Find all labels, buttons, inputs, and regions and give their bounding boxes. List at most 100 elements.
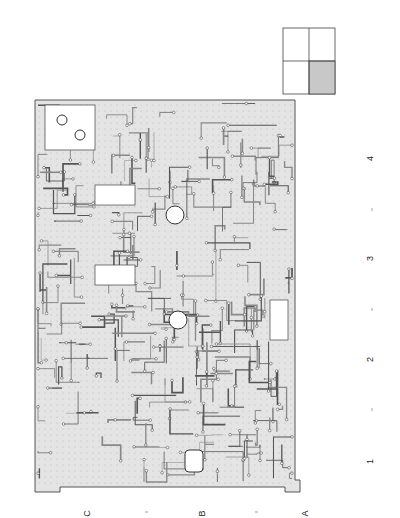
copper-trace <box>270 158 274 177</box>
copper-trace <box>253 421 277 432</box>
via-pad <box>139 397 142 400</box>
via-pad <box>165 337 168 340</box>
copper-trace <box>112 333 155 334</box>
copper-trace <box>220 386 244 407</box>
copper-trace <box>145 423 146 446</box>
copper-trace <box>38 407 45 421</box>
via-pad <box>154 332 157 335</box>
via-pad <box>182 275 185 278</box>
via-pad <box>260 295 263 298</box>
copper-trace <box>285 161 292 179</box>
copper-trace <box>144 460 145 482</box>
copper-trace <box>39 245 61 250</box>
via-pad <box>125 315 128 318</box>
copper-trace <box>256 429 258 445</box>
via-pad <box>227 151 230 154</box>
via-pad <box>165 328 168 331</box>
copper-trace <box>232 156 255 160</box>
via-pad <box>233 385 236 388</box>
via-pad <box>128 232 131 235</box>
copper-trace <box>160 112 174 116</box>
copper-trace <box>108 420 131 423</box>
via-pad <box>159 345 162 348</box>
copper-trace <box>107 115 127 126</box>
copper-trace <box>43 286 58 314</box>
via-pad <box>241 152 244 155</box>
via-pad <box>62 423 65 426</box>
copper-trace <box>196 351 218 360</box>
copper-trace <box>243 460 244 482</box>
copper-trace <box>244 189 260 206</box>
copper-trace <box>154 347 184 348</box>
copper-trace <box>238 265 248 282</box>
via-pad <box>118 252 121 255</box>
via-pad <box>121 294 124 297</box>
via-pad <box>256 325 259 328</box>
copper-trace <box>38 309 46 333</box>
copper-trace <box>150 402 186 407</box>
copper-trace <box>216 360 226 380</box>
copper-trace <box>159 344 160 352</box>
copper-trace <box>198 412 218 413</box>
copper-trace <box>38 332 41 363</box>
via-pad <box>116 380 119 383</box>
grid-letter: B <box>197 510 206 516</box>
via-pad <box>256 185 259 188</box>
copper-trace <box>76 186 94 207</box>
via-pad <box>196 356 199 359</box>
copper-trace <box>264 298 265 318</box>
via-pad <box>251 335 254 338</box>
copper-trace <box>226 457 249 475</box>
via-pad <box>152 371 155 374</box>
copper-trace <box>140 133 141 159</box>
via-pad <box>210 324 213 327</box>
copper-trace <box>124 235 140 253</box>
via-pad <box>95 375 98 378</box>
copper-trace <box>71 340 72 381</box>
via-pad <box>38 207 41 210</box>
copper-trace <box>155 202 156 224</box>
via-pad <box>202 345 205 348</box>
copper-trace <box>112 304 125 308</box>
via-pad <box>268 429 271 432</box>
copper-trace <box>102 436 120 461</box>
copper-trace <box>210 373 233 374</box>
via-pad <box>287 191 290 194</box>
via-pad <box>227 124 230 127</box>
copper-trace <box>166 338 167 363</box>
via-pad <box>288 268 291 271</box>
via-pad <box>231 405 234 408</box>
copper-trace <box>131 373 153 385</box>
grid-number: 2 <box>366 357 375 362</box>
copper-trace <box>72 204 94 206</box>
via-pad <box>250 147 253 150</box>
via-pad <box>148 323 151 326</box>
via-pad <box>193 192 196 195</box>
via-pad <box>37 367 40 370</box>
via-pad <box>212 192 215 195</box>
copper-trace <box>133 395 177 396</box>
copper-trace <box>234 237 248 244</box>
via-pad <box>256 428 259 431</box>
copper-trace <box>74 258 81 297</box>
via-pad <box>139 139 142 142</box>
via-pad <box>254 422 257 425</box>
copper-trace <box>56 260 70 284</box>
copper-trace <box>232 301 245 314</box>
copper-trace <box>212 262 213 275</box>
via-pad <box>62 194 65 197</box>
via-pad <box>285 418 288 421</box>
via-pad <box>259 459 262 462</box>
via-pad <box>111 220 114 223</box>
via-pad <box>119 236 122 239</box>
copper-trace <box>268 387 287 419</box>
copper-trace <box>215 226 225 251</box>
via-pad <box>128 256 131 259</box>
copper-trace <box>269 418 270 431</box>
via-pad <box>281 462 284 465</box>
via-pad <box>126 250 129 253</box>
via-pad <box>59 171 62 174</box>
via-pad <box>111 303 114 306</box>
via-pad <box>37 308 40 311</box>
via-pad <box>246 438 249 441</box>
